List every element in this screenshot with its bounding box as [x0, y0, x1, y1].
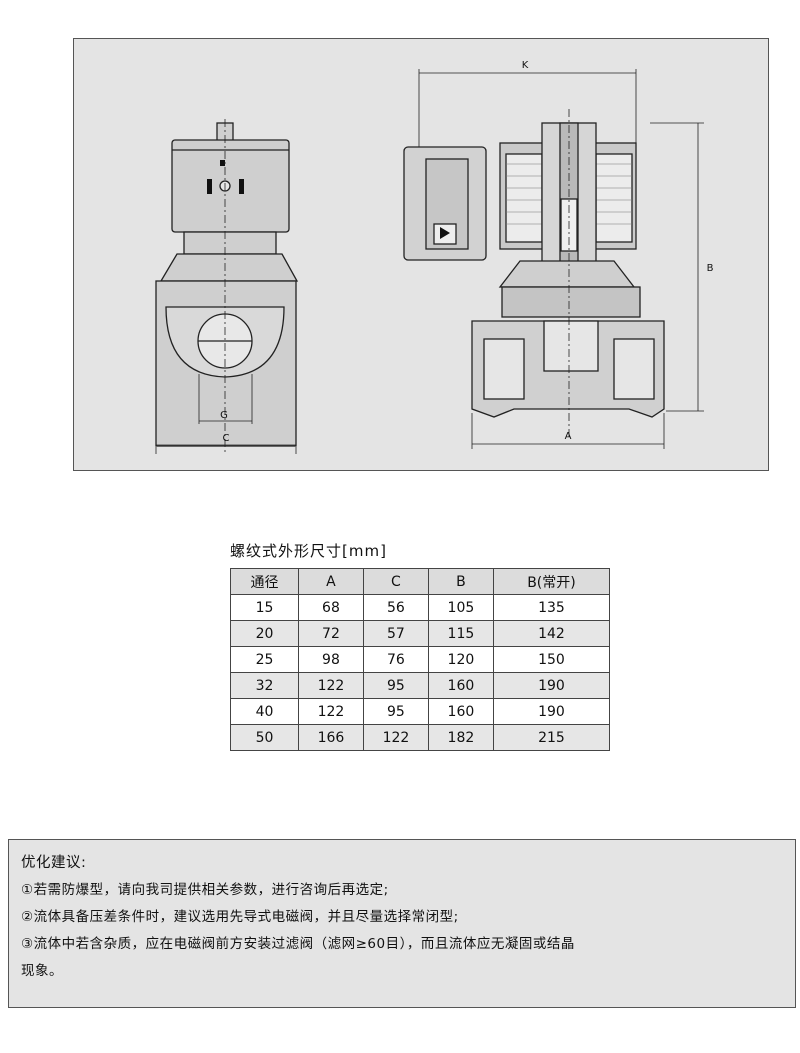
table-cell: 68: [297, 594, 364, 621]
table-row: 15 68 56 105 135: [230, 594, 611, 621]
table-header-row: 通径 A C B B(常开): [230, 568, 611, 595]
table-cell: 76: [362, 646, 429, 673]
dim-label-c: C: [223, 433, 230, 444]
dim-label-a: A: [565, 431, 572, 442]
table-cell: 72: [297, 620, 364, 647]
table-title: 螺纹式外形尺寸[mm]: [230, 542, 387, 560]
table-row: 25 98 76 120 150: [230, 646, 611, 673]
table-row: 50 166 122 182 215: [230, 724, 611, 751]
table-cell: 40: [230, 698, 299, 725]
table-cell: 135: [492, 594, 611, 621]
table-cell: 56: [362, 594, 429, 621]
header-b-normally-open: B(常开): [492, 568, 611, 595]
advice-item: ①若需防爆型，请向我司提供相关参数，进行咨询后再选定;: [21, 882, 389, 898]
table-cell: 190: [492, 698, 611, 725]
table-cell: 166: [297, 724, 364, 751]
valve-section-view: [403, 122, 665, 418]
table-cell: 120: [427, 646, 494, 673]
dim-label-k: K: [522, 60, 529, 71]
table-row: 20 72 57 115 142: [230, 620, 611, 647]
advice-item: 现象。: [21, 963, 63, 979]
table-cell: 32: [230, 672, 299, 699]
table-cell: 182: [427, 724, 494, 751]
table-cell: 215: [492, 724, 611, 751]
valve-side-view: [155, 122, 299, 447]
table-cell: 150: [492, 646, 611, 673]
side-view-centerlines: [155, 119, 297, 454]
dimension-table: 通径 A C B B(常开) 15 68 56 105 135 20 72 57…: [230, 568, 611, 751]
table-cell: 98: [297, 646, 364, 673]
header-c: C: [362, 568, 429, 595]
table-cell: 95: [362, 672, 429, 699]
table-cell: 190: [492, 672, 611, 699]
advice-item: ②流体具备压差条件时，建议选用先导式电磁阀，并且尽量选择常闭型;: [21, 909, 459, 925]
table-cell: 122: [297, 698, 364, 725]
advice-item: ③流体中若含杂质，应在电磁阀前方安装过滤阀（滤网≥60目），而且流体应无凝固或结…: [21, 936, 575, 952]
advice-panel: 优化建议: ①若需防爆型，请向我司提供相关参数，进行咨询后再选定; ②流体具备压…: [8, 839, 796, 1008]
valve-diaphragm: [501, 286, 641, 318]
table-cell: 122: [362, 724, 429, 751]
table-cell: 50: [230, 724, 299, 751]
advice-title: 优化建议:: [21, 855, 87, 871]
table-row: 40 122 95 160 190: [230, 698, 611, 725]
table-cell: 57: [362, 620, 429, 647]
table-cell: 20: [230, 620, 299, 647]
section-view-dimension-lines: [418, 69, 704, 449]
table-cell: 160: [427, 698, 494, 725]
table-cell: 115: [427, 620, 494, 647]
dimension-table-block: 螺纹式外形尺寸[mm] 通径 A C B B(常开) 15 68 56 105 …: [230, 538, 611, 751]
table-cell: 142: [492, 620, 611, 647]
dim-label-g: G: [220, 410, 228, 421]
table-cell: 25: [230, 646, 299, 673]
header-bore: 通径: [230, 568, 299, 595]
table-cell: 15: [230, 594, 299, 621]
table-cell: 95: [362, 698, 429, 725]
valve-drawing: G C: [155, 60, 714, 454]
header-b: B: [427, 568, 494, 595]
header-a: A: [297, 568, 364, 595]
dim-label-b: B: [707, 263, 714, 274]
table-cell: 105: [427, 594, 494, 621]
technical-drawing-panel: G C: [73, 38, 769, 471]
table-row: 32 122 95 160 190: [230, 672, 611, 699]
table-cell: 122: [297, 672, 364, 699]
table-cell: 160: [427, 672, 494, 699]
